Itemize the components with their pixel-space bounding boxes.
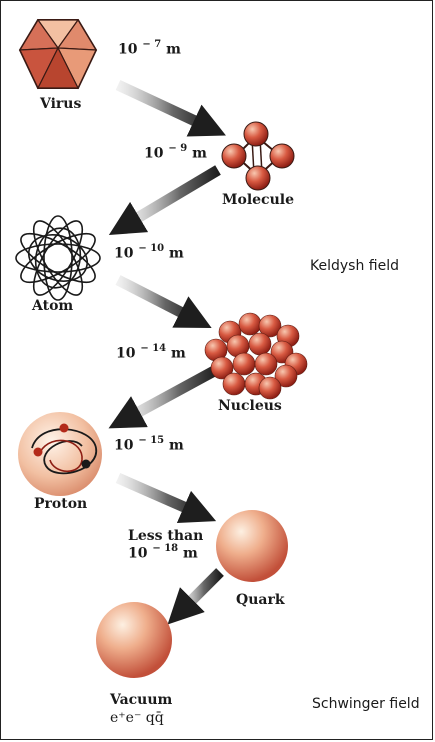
size-base: 10: [128, 546, 147, 562]
label-virus: Virus: [40, 96, 81, 112]
size-nucleus: 10 − 14 m: [116, 344, 186, 362]
size-unit: m: [166, 42, 181, 58]
vacuum-sphere-icon: [96, 602, 172, 678]
label-keldysh-field: Keldysh field: [310, 258, 399, 274]
size-base: 10: [144, 146, 163, 162]
quark-icon: [216, 510, 288, 582]
nucleus-icon: [205, 313, 307, 399]
arrow-proton-to-quark: [118, 478, 200, 514]
atom-icon: [15, 215, 102, 302]
arrow-nucleus-to-proton: [124, 370, 216, 420]
proton-icon: [18, 412, 102, 496]
size-virus: 10 − 7 m: [118, 40, 181, 58]
virus-icon: [20, 20, 96, 88]
size-unit: m: [171, 346, 186, 362]
size-exponent: − 18: [152, 543, 178, 554]
arrow-virus-to-molecule: [118, 85, 210, 128]
size-unit: m: [192, 146, 207, 162]
size-base: 10: [114, 246, 133, 262]
molecule-icon: [222, 122, 294, 190]
size-exponent: − 14: [140, 343, 166, 354]
size-proton: 10 − 15 m: [114, 436, 184, 454]
arrow-quark-to-vacuum: [180, 572, 220, 612]
label-vacuum-pairs: e⁺e⁻ qq̄: [110, 710, 164, 726]
size-base: 10: [114, 438, 133, 454]
size-unit: m: [183, 546, 198, 562]
size-atom: 10 − 10 m: [114, 244, 184, 262]
arrow-molecule-to-atom: [124, 170, 218, 226]
arrow-atom-to-nucleus: [118, 280, 196, 320]
size-base: 10: [116, 346, 135, 362]
label-schwinger-field: Schwinger field: [312, 696, 420, 712]
size-molecule: 10 − 9 m: [144, 144, 207, 162]
size-quark: 10 − 18 m: [128, 544, 198, 562]
label-molecule: Molecule: [222, 192, 294, 208]
label-atom: Atom: [32, 298, 73, 314]
label-quark: Quark: [236, 592, 285, 608]
size-exponent: − 15: [138, 435, 164, 446]
size-exponent: − 7: [142, 39, 161, 50]
size-prefix-quark: Less than: [128, 528, 203, 544]
label-vacuum: Vacuum: [110, 692, 172, 708]
label-proton: Proton: [34, 496, 87, 512]
size-base: 10: [118, 42, 137, 58]
label-nucleus: Nucleus: [218, 398, 282, 414]
size-unit: m: [169, 438, 184, 454]
size-unit: m: [169, 246, 184, 262]
size-exponent: − 10: [138, 243, 164, 254]
size-exponent: − 9: [168, 143, 187, 154]
